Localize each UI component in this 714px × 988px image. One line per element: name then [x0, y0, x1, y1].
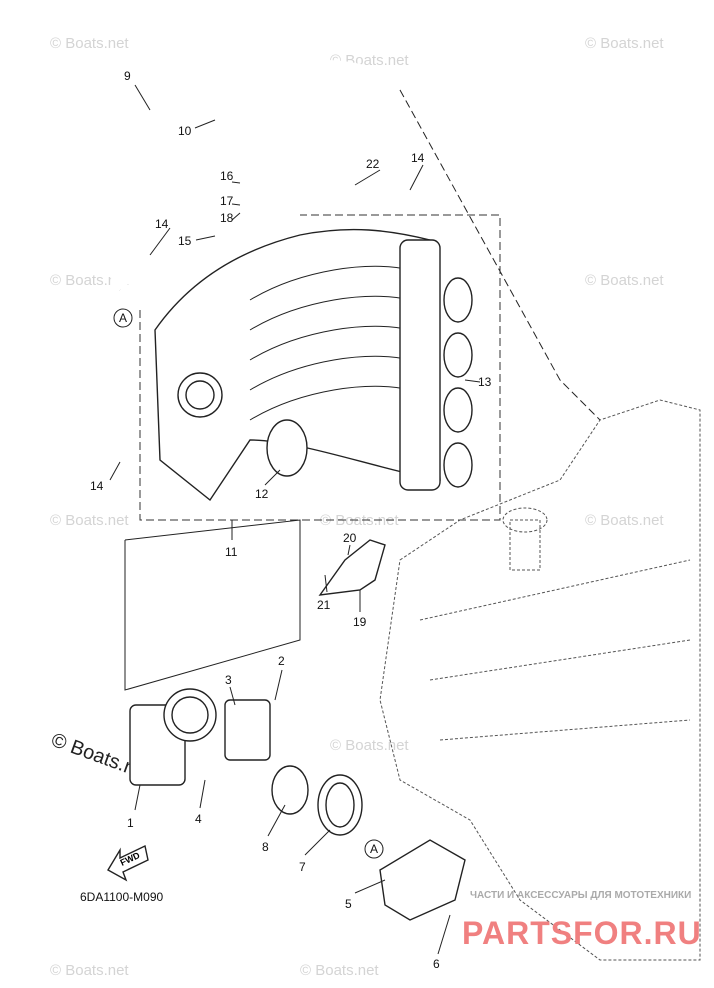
gasket-12 — [266, 419, 308, 477]
callout-14: 14 — [90, 479, 104, 493]
callout-1: 1 — [127, 816, 134, 830]
gaskets — [443, 277, 473, 488]
callout-20: 20 — [343, 531, 357, 545]
callout-21: 21 — [317, 598, 331, 612]
callout-17: 17 — [220, 194, 234, 208]
fwd-arrow-icon: FWD — [107, 844, 149, 882]
callout-18: 18 — [220, 211, 234, 225]
reference-a-marker — [113, 308, 133, 328]
logo-tagline: ЧАСТИ И АКСЕССУАРЫ ДЛЯ МОТОТЕХНИКИ — [470, 890, 691, 901]
partsfor-logo: ЧАСТИ И АКСЕССУАРЫ ДЛЯ МОТОТЕХНИКИ PARTS… — [462, 890, 702, 951]
callout-5: 5 — [345, 897, 352, 911]
callout-16: 16 — [220, 169, 234, 183]
watermark: © Boats.net — [50, 35, 129, 52]
diagram-code: 6DA1100-M090 — [80, 890, 163, 904]
watermark: © Boats.net — [585, 272, 664, 289]
callout-3: 3 — [225, 673, 232, 687]
callout-13: 13 — [478, 375, 492, 389]
watermark: © Boats.net — [330, 737, 409, 754]
callout-11: 11 — [225, 545, 238, 559]
callout-14: 14 — [411, 151, 425, 165]
watermark: © Boats.net — [50, 512, 129, 529]
callout-2: 2 — [278, 654, 285, 668]
reference-a-marker — [364, 839, 384, 859]
watermark: © Boats.net — [320, 512, 399, 529]
callout-6: 6 — [433, 957, 440, 971]
watermark: © Boats.net — [585, 512, 664, 529]
watermark: © Boats.net — [300, 962, 379, 979]
watermark: © Boats.net — [50, 962, 129, 979]
assembly-outline — [139, 214, 501, 521]
callout-a: A — [370, 842, 378, 856]
callout-8: 8 — [262, 840, 269, 854]
engine-block — [379, 399, 701, 961]
callout-7: 7 — [299, 860, 306, 874]
callout-15: 15 — [178, 234, 192, 248]
watermark: © Boats.net — [585, 35, 664, 52]
callout-22: 22 — [366, 157, 380, 171]
logo-text: PARTSFOR.RU — [462, 915, 702, 951]
silencer — [379, 839, 466, 921]
callout-4: 4 — [195, 812, 202, 826]
callout-12: 12 — [255, 487, 269, 501]
callout-19: 19 — [353, 615, 367, 629]
callout-9: 9 — [124, 69, 131, 83]
callout-labels: 9 10 16 17 18 15 14 22 14 A 13 14 12 11 … — [90, 69, 492, 971]
callout-a: A — [119, 311, 127, 325]
callout-10: 10 — [178, 124, 192, 138]
watermark: © Boats.net — [50, 272, 129, 289]
callout-14: 14 — [155, 217, 169, 231]
bracket — [318, 539, 386, 596]
